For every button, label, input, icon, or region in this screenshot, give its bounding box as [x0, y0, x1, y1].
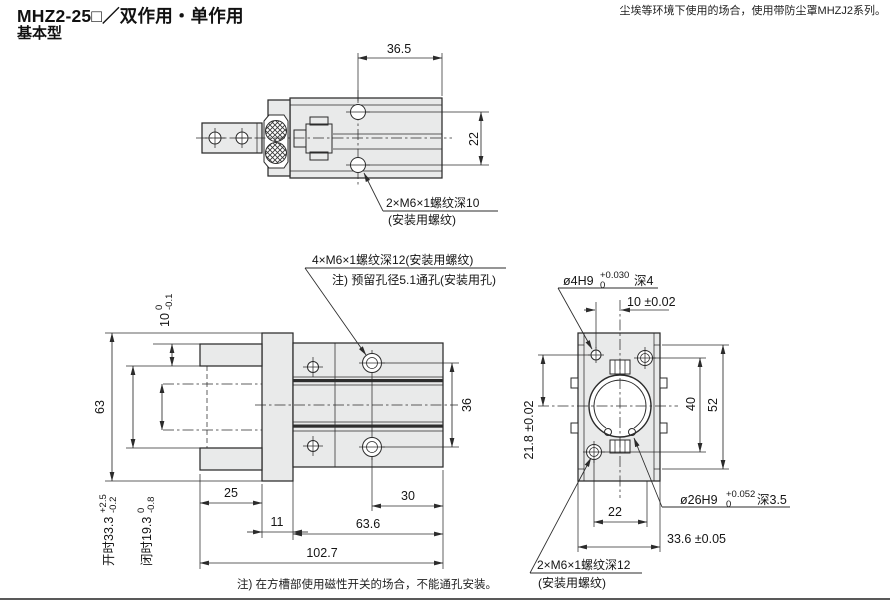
dim-11: 11 — [271, 515, 284, 529]
dim-36: 36 — [460, 398, 474, 412]
bottom-note: 注) 在方槽部使用磁性开关的场合，不能通孔安装。 — [237, 579, 498, 591]
side-thread-label: 2×M6×1螺纹深12 — [537, 558, 631, 572]
dim-arm-thick: 10 0 -0.1 — [154, 294, 175, 327]
dim-10-offset: 10 ±0.02 — [627, 295, 676, 309]
svg-text:深4: 深4 — [634, 274, 654, 288]
svg-text:开时33.3: 开时33.3 — [102, 517, 116, 566]
dim-22-top: 22 — [467, 132, 481, 146]
front-thread-note: 注) 预留孔径5.1通孔(安装用孔) — [332, 272, 496, 287]
svg-text:闭时19.3: 闭时19.3 — [140, 517, 154, 566]
dim-40: 40 — [684, 397, 698, 411]
bore-label: ø26H9 +0.052 0 深3.5 — [680, 489, 787, 510]
prepared-hole — [303, 436, 323, 456]
svg-text:10: 10 — [158, 313, 172, 327]
dim-36-5: 36.5 — [387, 42, 411, 56]
mount-thread-hole — [359, 353, 385, 373]
front-thread-label: 4×M6×1螺纹深12(安装用螺纹) — [312, 252, 473, 267]
svg-text:0: 0 — [154, 305, 165, 310]
dim-open: 开时33.3 +2.5 -0.2 — [98, 494, 119, 566]
dim-21-8: 21.8 ±0.02 — [522, 400, 536, 459]
svg-text:深3.5: 深3.5 — [757, 493, 787, 507]
dim-closed: 闭时19.3 0 -0.8 — [136, 497, 157, 566]
svg-text:ø4H9: ø4H9 — [563, 274, 594, 288]
svg-text:+0.030: +0.030 — [600, 270, 629, 281]
dim-22-side: 22 — [608, 505, 622, 519]
pin-hole-label: ø4H9 +0.030 0 深4 — [563, 270, 654, 291]
page-title: MHZ2-25□／双作用・单作用 — [17, 6, 244, 26]
top-mount-hole — [346, 104, 370, 120]
mount-thread-hole — [359, 437, 385, 457]
svg-text:-0.2: -0.2 — [108, 497, 119, 513]
page-subtitle: 基本型 — [17, 25, 63, 42]
prepared-hole — [303, 357, 323, 377]
dim-33-6: 33.6 ±0.05 — [667, 532, 726, 546]
pin-hole — [588, 347, 604, 363]
svg-text:+0.052: +0.052 — [726, 489, 755, 500]
side-view: 10 ±0.02 ø4H9 +0.030 0 深4 21.8 ±0.02 40 — [522, 270, 790, 590]
arm-hole — [205, 128, 225, 148]
dim-102-7: 102.7 — [306, 546, 337, 560]
side-mount-hole — [634, 347, 656, 369]
svg-text:0: 0 — [600, 280, 605, 291]
svg-text:ø26H9: ø26H9 — [680, 493, 718, 507]
top-view: 36.5 22 2×M6×1螺纹深10 (安装用螺纹) — [196, 42, 498, 227]
dim-52: 52 — [706, 398, 720, 412]
top-thread-label-sub: (安装用螺纹) — [388, 212, 456, 227]
dim-25: 25 — [224, 486, 238, 500]
dust-cover-note: 尘埃等环境下使用的场合，使用带防尘罩MHZJ2系列。 — [619, 5, 886, 17]
dim-63: 63 — [93, 400, 107, 414]
svg-text:0: 0 — [136, 508, 147, 513]
top-thread-label: 2×M6×1螺纹深10 — [386, 196, 480, 210]
side-mount-hole — [583, 441, 605, 463]
dim-63-6: 63.6 — [356, 517, 380, 531]
dim-30: 30 — [401, 489, 415, 503]
svg-text:-0.8: -0.8 — [146, 497, 157, 513]
svg-text:+2.5: +2.5 — [98, 494, 109, 513]
svg-text:0: 0 — [726, 499, 731, 510]
front-view: 4×M6×1螺纹深12(安装用螺纹) 注) 预留孔径5.1通孔(安装用孔) 10… — [93, 252, 506, 569]
svg-text:-0.1: -0.1 — [164, 294, 175, 310]
side-thread-label-sub: (安装用螺纹) — [538, 575, 606, 590]
